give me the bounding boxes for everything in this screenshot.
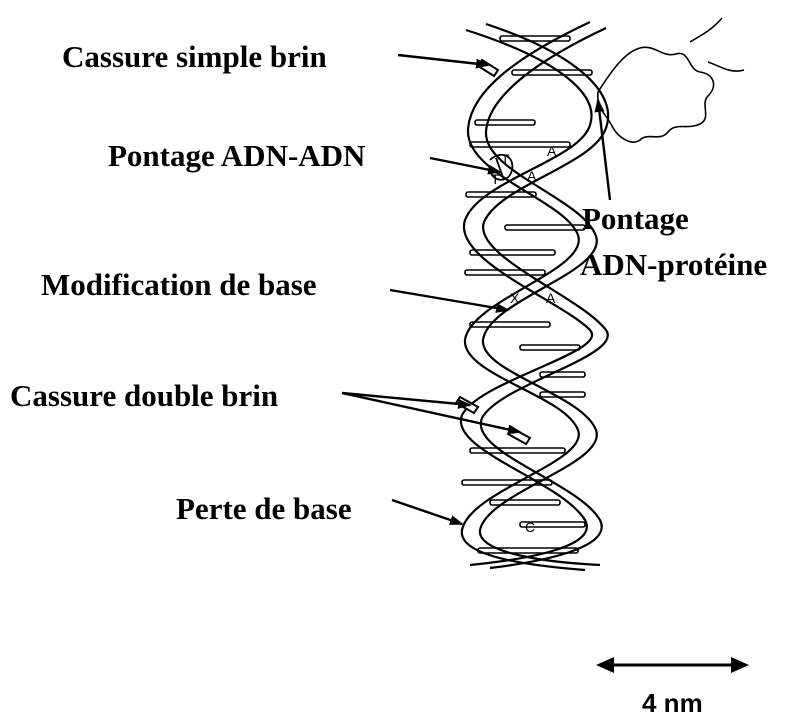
arrow-double-strand-break-1	[342, 393, 470, 405]
scale-bar	[596, 657, 749, 673]
arrow-dna-dna-crosslink	[430, 158, 500, 172]
arrow-single-strand-break	[398, 55, 488, 65]
label-dna-protein-crosslink-line2: ADN-protéine	[580, 249, 767, 280]
base-letter: T	[501, 151, 510, 167]
scale-bar-label: 4 nm	[642, 688, 703, 719]
arrow-double-strand-break-2	[342, 393, 520, 432]
base-letter: C	[525, 519, 535, 535]
helix-strand-b	[462, 22, 606, 570]
label-double-strand-break: Cassure double brin	[10, 380, 278, 411]
label-dna-protein-crosslink-line1: Pontage	[582, 203, 689, 234]
label-base-loss: Perte de base	[176, 493, 352, 524]
arrow-base-loss	[392, 500, 462, 524]
helix-strand-a	[461, 24, 608, 568]
protein-blob	[598, 18, 744, 142]
arrow-base-modification	[390, 290, 508, 310]
base-letter: A	[527, 168, 537, 184]
label-base-modification: Modification de base	[41, 269, 317, 300]
base-letter: A	[546, 290, 556, 306]
label-dna-dna-crosslink: Pontage ADN-ADN	[108, 140, 365, 171]
base-letter: A	[547, 143, 557, 159]
base-letter: X	[510, 290, 520, 306]
label-single-strand-break: Cassure simple brin	[62, 41, 327, 72]
base-letter: T	[491, 171, 500, 187]
